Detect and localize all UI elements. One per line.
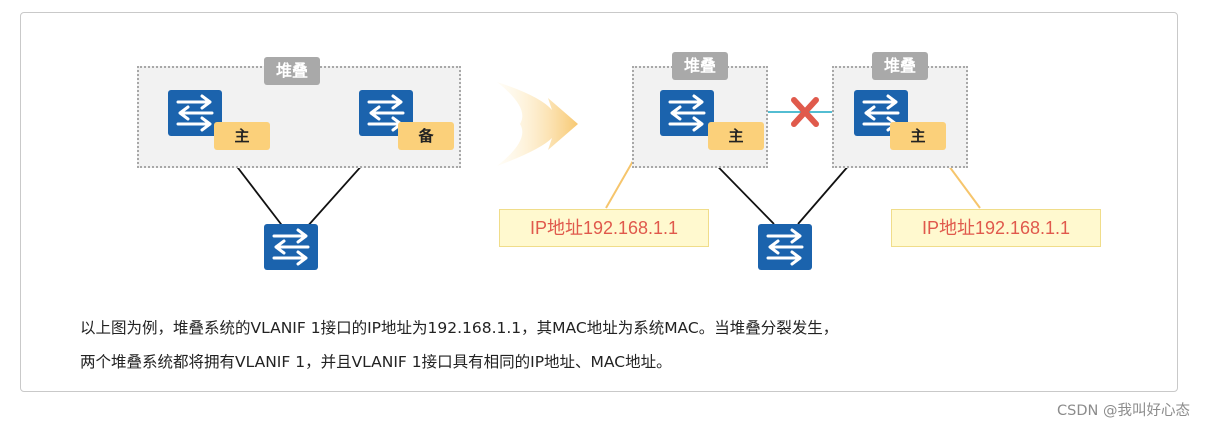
transition-arrow (497, 82, 578, 166)
ip-address-label-left: IP地址192.168.1.1 (499, 209, 709, 247)
right-master-tag-1: 主 (708, 122, 764, 150)
caption-line-2: 两个堆叠系统都将拥有VLANIF 1，并且VLANIF 1接口具有相同的IP地址… (80, 353, 672, 371)
left-stack-label: 堆叠 (264, 57, 320, 85)
split-x-icon (791, 97, 819, 127)
right-stack-label-1: 堆叠 (672, 52, 728, 80)
right-stack-label-2: 堆叠 (872, 52, 928, 80)
left-backup-switch-icon (359, 90, 413, 136)
left-access-switch-icon (264, 224, 318, 270)
ip-address-label-right: IP地址192.168.1.1 (891, 209, 1101, 247)
left-master-switch-icon (168, 90, 222, 136)
left-master-tag: 主 (214, 122, 270, 150)
right-master-tag-2: 主 (890, 122, 946, 150)
right-master-switch-1-icon (660, 90, 714, 136)
right-access-switch-icon (758, 224, 812, 270)
caption-line-1: 以上图为例，堆叠系统的VLANIF 1接口的IP地址为192.168.1.1，其… (80, 319, 839, 337)
watermark: CSDN @我叫好心态 (1057, 403, 1190, 419)
left-backup-tag: 备 (398, 122, 454, 150)
